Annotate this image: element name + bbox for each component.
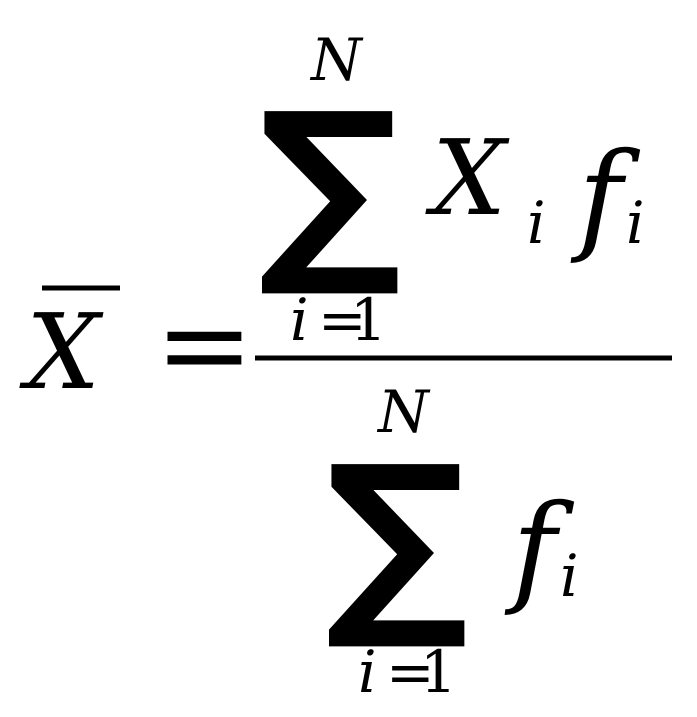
numerator-sum-symbol: ∑ (258, 70, 402, 303)
numerator-lower-equals: = (318, 286, 367, 354)
numerator-lower-index: i (290, 286, 309, 354)
lhs-x: X (19, 291, 104, 413)
equals-sign: = (155, 275, 254, 413)
denominator-lower-value: 1 (420, 638, 457, 706)
numerator-lower-value: 1 (350, 286, 387, 354)
numerator-upper-limit: N (309, 26, 364, 94)
numerator-term2-sub: i (626, 189, 645, 257)
denominator-upper-limit: N (376, 378, 431, 446)
denominator-sum-symbol: ∑ (325, 423, 469, 656)
numerator-term1-sub: i (527, 189, 546, 257)
denominator-term-sub: i (560, 542, 579, 610)
denominator-lower-equals: = (386, 638, 435, 706)
numerator-term1-base: X (425, 117, 510, 239)
denominator-lower-index: i (358, 638, 377, 706)
